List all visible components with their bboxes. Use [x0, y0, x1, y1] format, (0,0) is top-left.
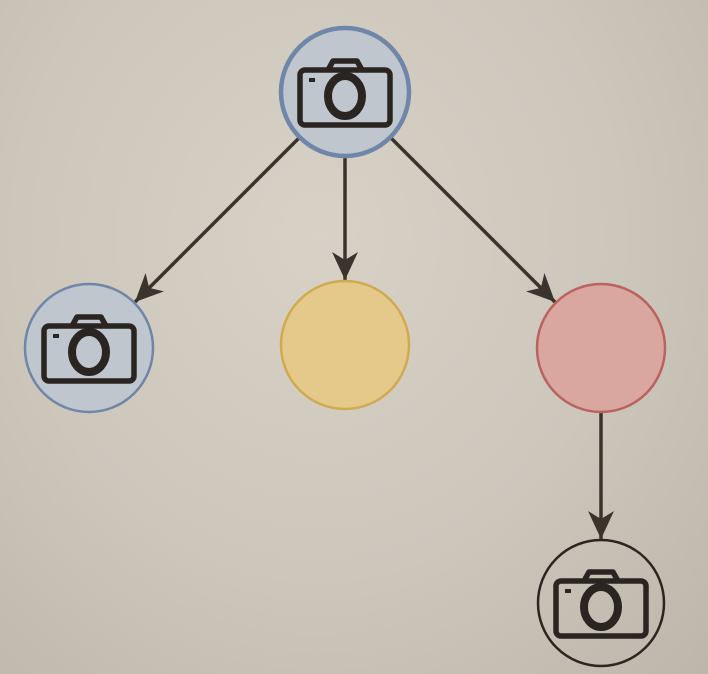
- node-middle-circle: [279, 279, 411, 411]
- arrow-root-to-right: [388, 135, 557, 304]
- node-bottom-circle: [536, 538, 666, 668]
- edges: [133, 135, 614, 540]
- node-right: [535, 282, 667, 414]
- camera-icon: [553, 569, 649, 639]
- node-middle: [279, 279, 411, 411]
- node-root: [278, 25, 412, 159]
- arrow-root-to-left: [133, 135, 302, 304]
- camera-icon: [297, 58, 393, 128]
- camera-icon: [41, 314, 137, 384]
- nodes: [23, 25, 667, 668]
- node-bottom: [536, 538, 666, 668]
- node-left: [23, 282, 155, 414]
- node-right-circle: [535, 282, 667, 414]
